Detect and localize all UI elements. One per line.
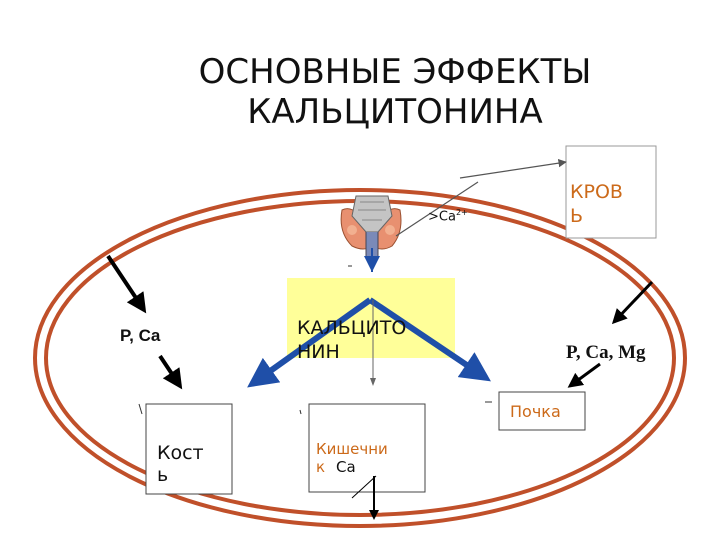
arrow-ions-to-kidney xyxy=(567,362,601,388)
arrow-outer-to-kidney xyxy=(611,280,654,325)
bone-label: Кост ь xyxy=(157,442,204,486)
arrow-to-intestine-head xyxy=(370,378,376,386)
calcitonin-label: КАЛЬЦИТО НИН xyxy=(297,317,407,363)
title-line-1: ОСНОВНЫЕ ЭФФЕКТЫ xyxy=(198,52,592,92)
blood-arrow xyxy=(459,158,567,179)
intestine-box xyxy=(308,403,426,493)
kidney-label: Почка xyxy=(510,402,561,421)
ca2-label: >Ca2+ xyxy=(428,208,468,224)
calcitonin-box xyxy=(287,278,455,358)
gland-to-blood-line xyxy=(395,181,479,237)
arrow-to-bone xyxy=(247,297,372,388)
ca2-text: >Ca xyxy=(428,209,456,225)
kidney-ions-label: P, Ca, Mg xyxy=(566,342,646,363)
page-title: ОСНОВНЫЕ ЭФФЕКТЫ КАЛЬЦИТОНИНА xyxy=(140,52,650,132)
bone-tick-mark xyxy=(138,403,143,415)
intestine-diagonal-line xyxy=(351,475,377,499)
blood-label: КРОВ Ь xyxy=(570,181,623,227)
outer-ellipse xyxy=(33,188,687,528)
blood-box xyxy=(565,145,657,239)
bone-box xyxy=(145,403,233,495)
ca2-superscript: 2+ xyxy=(455,208,468,217)
intestine-label: Кишечни к xyxy=(316,440,388,476)
arrow-outer-to-bone xyxy=(106,254,147,314)
title-line-2: КАЛЬЦИТОНИНА xyxy=(247,92,543,132)
gland-arrowhead xyxy=(364,256,380,272)
bone-ions-label: P, Ca xyxy=(120,326,161,345)
intestine-ca-label: Ca xyxy=(336,458,356,476)
kidney-box xyxy=(498,391,586,431)
intestine-tick-mark xyxy=(299,409,302,415)
arrow-to-kidney xyxy=(368,297,491,382)
arrow-ions-to-bone xyxy=(158,354,183,390)
intestine-down-arrowhead xyxy=(369,510,379,520)
